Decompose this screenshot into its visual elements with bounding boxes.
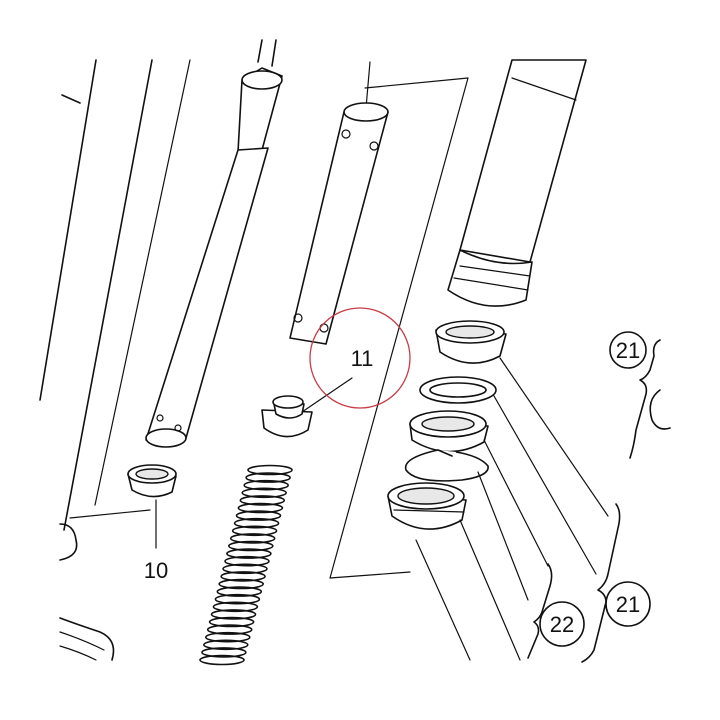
spring-coil: [214, 593, 261, 605]
spring-coil: [212, 601, 259, 613]
label-circles: [539, 331, 671, 647]
spring-coil: [203, 639, 249, 651]
spring-coil: [220, 571, 266, 582]
spring-coil: [199, 654, 245, 666]
spring-coil: [226, 548, 272, 559]
highlight-circle: [309, 307, 411, 409]
spring-coil: [243, 479, 290, 491]
spring-coil: [235, 510, 282, 521]
oil-seal: [409, 410, 489, 453]
spring-coil: [239, 495, 286, 506]
label-part-21-top: 21: [616, 338, 640, 363]
label-part-22: 22: [550, 612, 574, 637]
spring-coil: [201, 647, 247, 658]
spring-coil: [241, 487, 288, 499]
leader-lines: [415, 357, 609, 661]
spring-coil: [208, 616, 255, 628]
left-tube-outline: [39, 59, 153, 531]
spring-coil: [210, 609, 257, 620]
spring-coil: [222, 563, 268, 575]
label-part-21-bottom: 21: [616, 592, 640, 617]
dust-seal: [387, 482, 467, 530]
assembly-frame-lines: [69, 59, 469, 579]
spring-coil: [205, 631, 251, 643]
part-21-bushing: [435, 320, 507, 364]
part-11-damper-tube: [289, 102, 389, 345]
spring-coil: [237, 502, 284, 514]
part-11-collar: [261, 377, 353, 438]
outer-tube-right: [447, 59, 587, 307]
braces: [527, 339, 661, 663]
spring-coil: [245, 472, 291, 483]
spring-coil: [229, 533, 276, 544]
washer: [419, 376, 497, 404]
spring-coil: [228, 540, 274, 552]
part-10-bushing: [127, 464, 177, 549]
spring-coil: [233, 517, 280, 529]
label-part-11: 11: [351, 346, 374, 371]
lower-hardware: [59, 523, 115, 661]
spring-coil: [216, 586, 263, 597]
spring-coil: [224, 555, 270, 567]
spring-coil: [218, 578, 264, 590]
label-part-10: 10: [144, 558, 168, 583]
spring-coil: [231, 525, 278, 537]
spring-coil: [206, 624, 253, 635]
spring: [199, 464, 293, 666]
spring-coil: [247, 464, 293, 476]
circlip: [404, 449, 489, 482]
inner-tube-left: [145, 39, 283, 448]
